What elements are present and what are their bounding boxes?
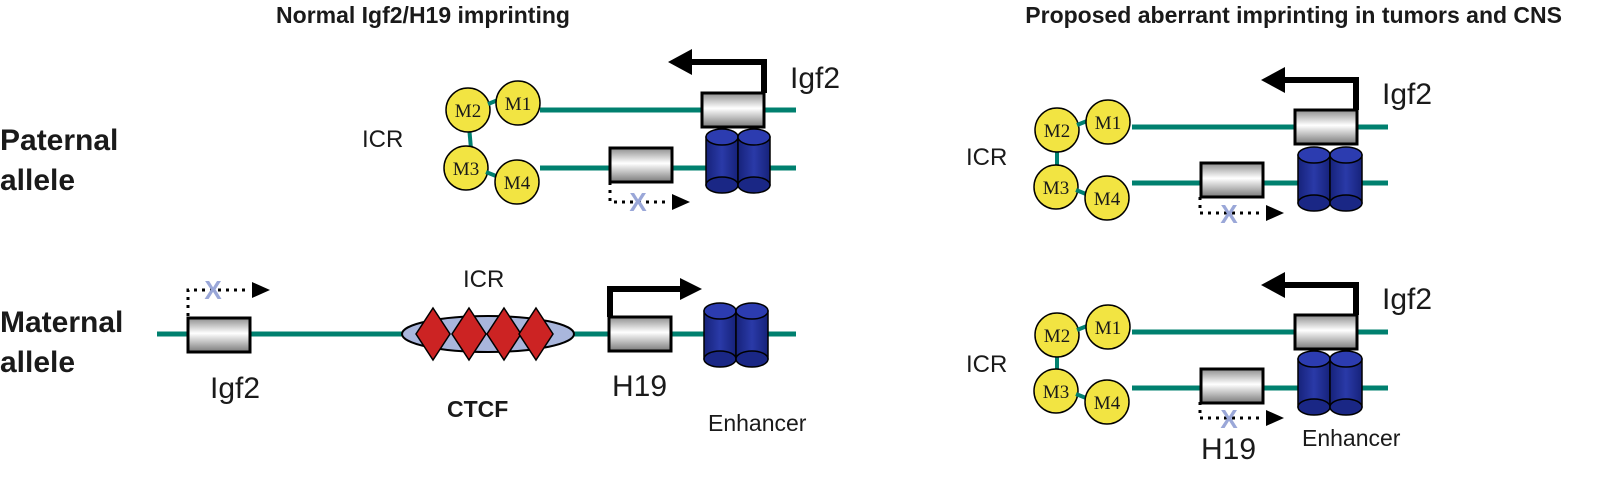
ctcf-diamond: [451, 306, 487, 362]
ctcf-diamond: [415, 306, 451, 362]
aberrant-loop-bottom: M2 M1 M3 M4 ICR Igf2 X H19 Enhancer: [966, 272, 1432, 466]
methyl-site-m4: M4: [1075, 175, 1130, 221]
methyl-site-m2: M2: [445, 87, 491, 133]
methyl-site-label: M4: [1094, 393, 1121, 414]
methyl-site-label: M3: [453, 159, 479, 180]
ctcf-label: CTCF: [447, 396, 508, 422]
methyl-site-m1: M1: [487, 80, 541, 126]
igf2-gene-box: [700, 91, 766, 129]
methyl-site-m3: M3: [1033, 164, 1079, 210]
methyl-site-label: M2: [1044, 326, 1070, 347]
igf2-transcription-arrow: [690, 59, 767, 93]
methyl-site-label: M4: [504, 173, 531, 194]
h19-dotted-arrowhead: [1266, 410, 1284, 426]
enhancer-cylinders: [1297, 146, 1363, 212]
enhancer-label: Enhancer: [708, 410, 807, 436]
igf2-gene-box: [186, 316, 252, 354]
enhancer-cylinders: [703, 302, 769, 368]
igf2-arrowhead: [668, 49, 692, 75]
h19-dotted-arrowhead: [1266, 205, 1284, 221]
igf2-transcription-arrow: [1284, 282, 1359, 315]
h19-blocked-transcription: [608, 182, 668, 204]
igf2-arrowhead: [1261, 272, 1285, 298]
ctcf-proteins: [415, 306, 554, 362]
igf2-label: Igf2: [210, 372, 260, 405]
paternal-allele-loop: M2 M1 M3 M4 ICR Igf2 X: [362, 49, 840, 217]
methyl-site-label: M1: [1095, 113, 1121, 134]
igf2-gene-box: [1293, 108, 1359, 146]
paternal-label-line2: allele: [0, 164, 75, 197]
maternal-label-line1: Maternal: [0, 306, 123, 339]
icr-label: ICR: [463, 266, 504, 293]
maternal-allele-strand: X Igf2 ICR CTCF H19 Enhancer: [157, 266, 807, 436]
igf2-label: Igf2: [1382, 78, 1432, 111]
methyl-site-m2: M2: [1034, 107, 1080, 153]
methyl-site-m4: M4: [485, 159, 540, 205]
igf2-transcription-arrow: [1284, 77, 1359, 110]
right-panel-title: Proposed aberrant imprinting in tumors a…: [1025, 2, 1562, 28]
icr-label: ICR: [362, 126, 403, 153]
paternal-allele-label: Paternal allele: [0, 124, 118, 197]
h19-dotted-arrowhead: [672, 194, 690, 210]
methyl-site-m3: M3: [443, 145, 489, 191]
h19-gene-box: [607, 315, 673, 353]
h19-label: H19: [1201, 433, 1256, 466]
enhancer-cylinders: [705, 128, 771, 194]
methyl-site-label: M2: [1044, 121, 1070, 142]
enhancer-cylinders: [1297, 350, 1363, 416]
enhancer-label: Enhancer: [1302, 425, 1401, 451]
h19-transcription-arrow: [607, 286, 680, 317]
ctcf-diamond: [518, 306, 554, 362]
h19-gene-box: [608, 146, 674, 184]
h19-arrowhead: [680, 278, 702, 300]
blocked-mark: X: [204, 275, 222, 305]
methyl-site-label: M4: [1094, 189, 1121, 210]
igf2-dotted-arrowhead: [252, 282, 270, 298]
methyl-site-m3: M3: [1033, 368, 1079, 414]
left-panel-title: Normal Igf2/H19 imprinting: [276, 2, 570, 28]
blocked-mark: X: [1220, 199, 1238, 229]
methyl-site-label: M1: [505, 94, 531, 115]
igf2-label: Igf2: [1382, 283, 1432, 316]
igf2-gene-box: [1293, 313, 1359, 351]
maternal-allele-label: Maternal allele: [0, 306, 123, 379]
methyl-site-label: M3: [1043, 382, 1069, 403]
methyl-site-m1: M1: [1076, 304, 1131, 350]
methyl-site-label: M2: [455, 101, 481, 122]
icr-label: ICR: [966, 144, 1007, 171]
h19-gene-box: [1199, 161, 1265, 199]
blocked-mark: X: [1220, 404, 1238, 434]
maternal-label-line2: allele: [0, 346, 75, 379]
icr-label: ICR: [966, 351, 1007, 378]
methyl-site-m2: M2: [1034, 312, 1080, 358]
igf2-blocked-transcription: [186, 288, 246, 316]
h19-gene-box: [1199, 367, 1265, 405]
methyl-site-m1: M1: [1076, 99, 1131, 145]
igf2-label: Igf2: [790, 62, 840, 95]
methyl-site-m4: M4: [1075, 379, 1130, 425]
igf2-arrowhead: [1261, 67, 1285, 93]
h19-blocked-transcription: [1198, 197, 1262, 215]
blocked-mark: X: [629, 187, 647, 217]
paternal-label-line1: Paternal: [0, 124, 118, 157]
h19-blocked-transcription: [1198, 402, 1262, 420]
aberrant-loop-top: M2 M1 M3 M4 ICR Igf2 X: [966, 67, 1432, 229]
ctcf-diamond: [486, 306, 522, 362]
methyl-site-label: M3: [1043, 178, 1069, 199]
methyl-site-label: M1: [1095, 318, 1121, 339]
h19-label: H19: [612, 370, 667, 403]
